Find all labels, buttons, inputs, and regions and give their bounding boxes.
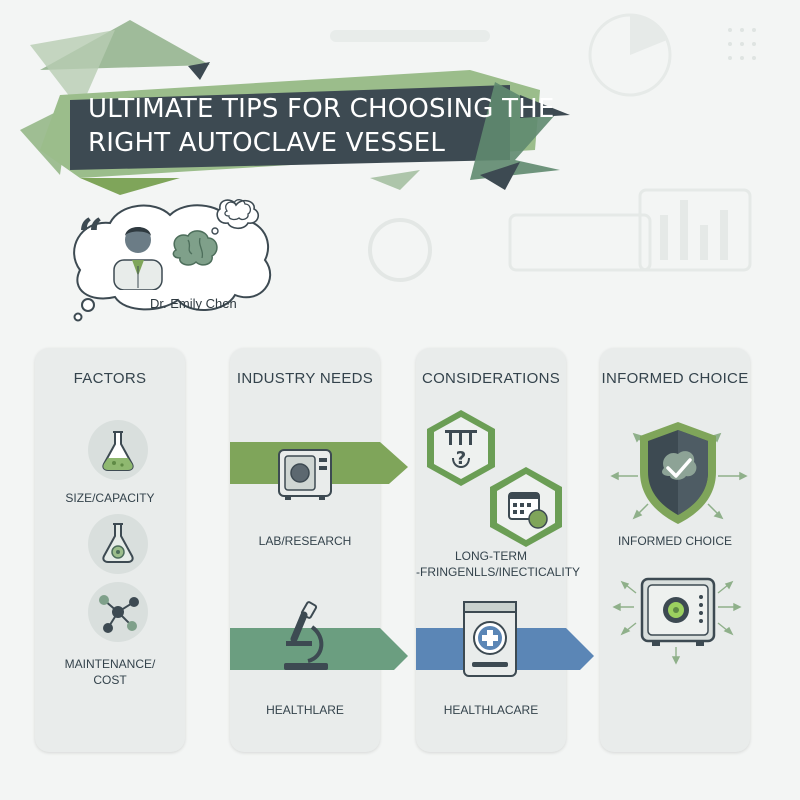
page-title: ULTIMATE TIPS FOR CHOOSING THE RIGHT AUT… [88, 92, 555, 160]
flask-gear-icon [102, 523, 134, 563]
safe-icon [612, 577, 742, 665]
column-industry-needs: INDUSTRY NEEDS [230, 348, 380, 752]
column-title: INFORMED CHOICE [601, 370, 749, 387]
consideration-long-term: LONG-TERM [455, 549, 527, 563]
calendar-icon [490, 467, 562, 547]
small-brain-icon [224, 199, 252, 221]
column-considerations: CONSIDERATIONS [416, 348, 566, 752]
flask-icon [102, 431, 134, 471]
column-title: INDUSTRY NEEDS [236, 370, 374, 387]
column-informed-choice: INFORMED CHOICE [600, 348, 750, 752]
title-line-2: RIGHT AUTOCLAVE VESSEL [88, 128, 446, 158]
industry-lab-research: LAB/RESEARCH [258, 534, 352, 548]
column-title: FACTORS [73, 370, 147, 387]
svg-text:?: ? [456, 448, 466, 469]
title-banner [20, 20, 570, 195]
factor-size-capacity: SIZE/CAPACITY [65, 491, 155, 505]
doctor-icon [113, 227, 163, 290]
question-icon: ? [427, 410, 495, 486]
informed-choice-label: INFORMED CHOICE [618, 534, 732, 548]
column-factors: FACTORS [35, 348, 185, 752]
autoclave-icon [278, 449, 332, 500]
consideration-efficiency: -FRINGENLLS/INECTICALITY [416, 565, 581, 579]
title-line-1: ULTIMATE TIPS FOR CHOOSING THE [88, 94, 555, 124]
industry-healthcare: HEALTHLARE [266, 703, 344, 717]
medical-autoclave-icon [463, 601, 517, 677]
quote-icon: “ [78, 210, 104, 261]
consideration-healthcare: HEALTHLACARE [443, 703, 539, 717]
column-title: CONSIDERATIONS [421, 370, 561, 387]
shield-check-icon [610, 422, 748, 524]
molecule-icon [99, 595, 139, 633]
microscope-icon [284, 601, 328, 670]
factor-maintenance: MAINTENANCE/ [64, 657, 156, 671]
factor-cost: COST [93, 673, 127, 687]
expert-name: Dr. Emily Chen [150, 296, 237, 311]
brain-icon [172, 230, 218, 266]
